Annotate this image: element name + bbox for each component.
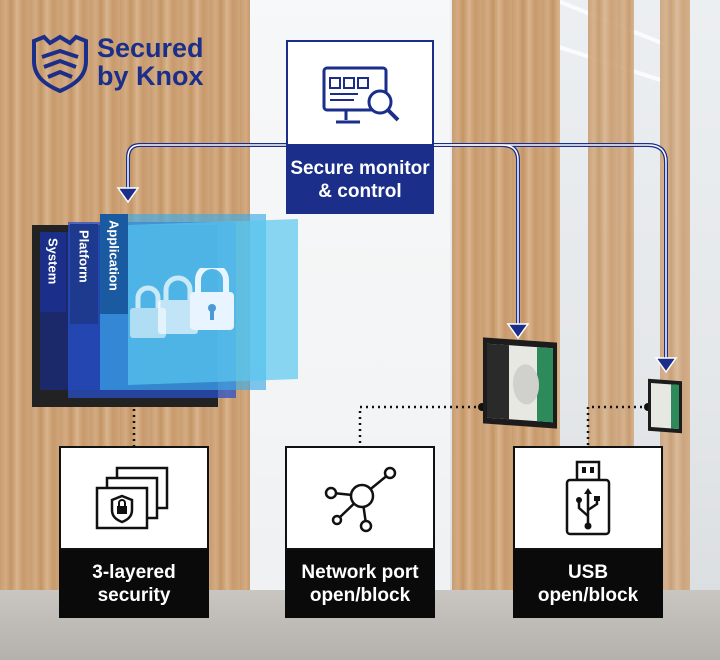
layer-application-label: Application	[106, 220, 122, 291]
feature-label-network: Network port open/block	[285, 550, 435, 618]
feature-usb-line2: open/block	[537, 585, 639, 606]
padlock-icons	[130, 268, 234, 338]
network-nodes-icon	[324, 466, 397, 533]
feature-card-network	[285, 446, 435, 550]
monitor-label-line1: Secure monitor	[290, 158, 430, 179]
feature-label-usb: USB open/block	[513, 550, 663, 618]
monitor-search-icon	[322, 66, 400, 124]
knox-shield-icon	[30, 33, 90, 94]
room-display-right	[648, 378, 682, 434]
brand-name: Secured by Knox	[97, 34, 204, 90]
feature-security-line1: 3-layered	[92, 562, 176, 583]
monitor-box	[286, 40, 434, 146]
feature-network-line2: open/block	[309, 585, 411, 606]
layer-application-tab: Application	[100, 214, 128, 314]
brand-line2: by Knox	[97, 61, 204, 91]
monitor-label-line2: & control	[318, 181, 402, 202]
layer-platform-label: Platform	[76, 230, 92, 283]
layer-platform-tab: Platform	[70, 224, 98, 324]
feature-label-security: 3-layered security	[59, 550, 209, 618]
feature-usb-line1: USB	[567, 562, 609, 583]
shield-lock-layers-icon	[95, 466, 169, 530]
feature-security-line2: security	[97, 585, 171, 606]
feature-card-usb	[513, 446, 663, 550]
usb-icon	[565, 460, 611, 536]
layer-system-tab: System	[40, 232, 66, 312]
brand-line1: Secured	[97, 33, 204, 63]
room-display-center	[483, 337, 557, 429]
feature-network-line1: Network port	[301, 562, 419, 583]
layer-system-label: System	[45, 238, 61, 285]
monitor-label: Secure monitor & control	[286, 146, 434, 214]
feature-card-security	[59, 446, 209, 550]
